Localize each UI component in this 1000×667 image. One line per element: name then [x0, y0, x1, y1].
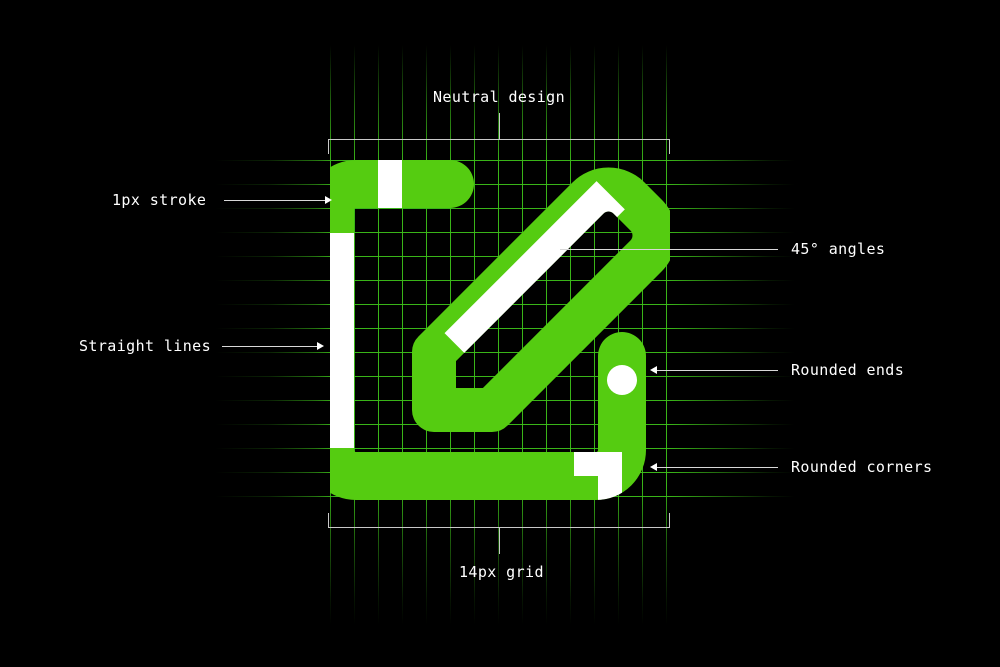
arrow-left-icon: [650, 463, 657, 471]
label-1px-stroke: 1px stroke: [112, 191, 207, 209]
label-rounded-ends: Rounded ends: [791, 361, 905, 379]
arrow-right-icon: [325, 196, 332, 204]
edit-pencil-square-icon: [330, 160, 670, 502]
label-14px-grid: 14px grid: [459, 563, 544, 581]
leader-line-rounded-ends: [653, 370, 778, 371]
measure-bracket-top: [328, 139, 670, 154]
measure-tick-top: [499, 113, 500, 140]
leader-line-straight-lines: [222, 346, 320, 347]
label-neutral-design: Neutral design: [433, 88, 566, 106]
arrow-left-icon: [650, 366, 657, 374]
label-45-degree-angles: 45° angles: [791, 240, 886, 258]
label-straight-lines: Straight lines: [79, 337, 212, 355]
measure-bracket-bottom: [328, 513, 670, 528]
leader-line-1px-stroke: [224, 200, 328, 201]
label-rounded-corners: Rounded corners: [791, 458, 933, 476]
arrow-right-icon: [317, 342, 324, 350]
measure-tick-bottom: [499, 527, 500, 554]
leader-line-45-degree-angles: [556, 249, 778, 250]
leader-line-rounded-corners: [653, 467, 778, 468]
arrow-left-icon: [553, 245, 560, 253]
